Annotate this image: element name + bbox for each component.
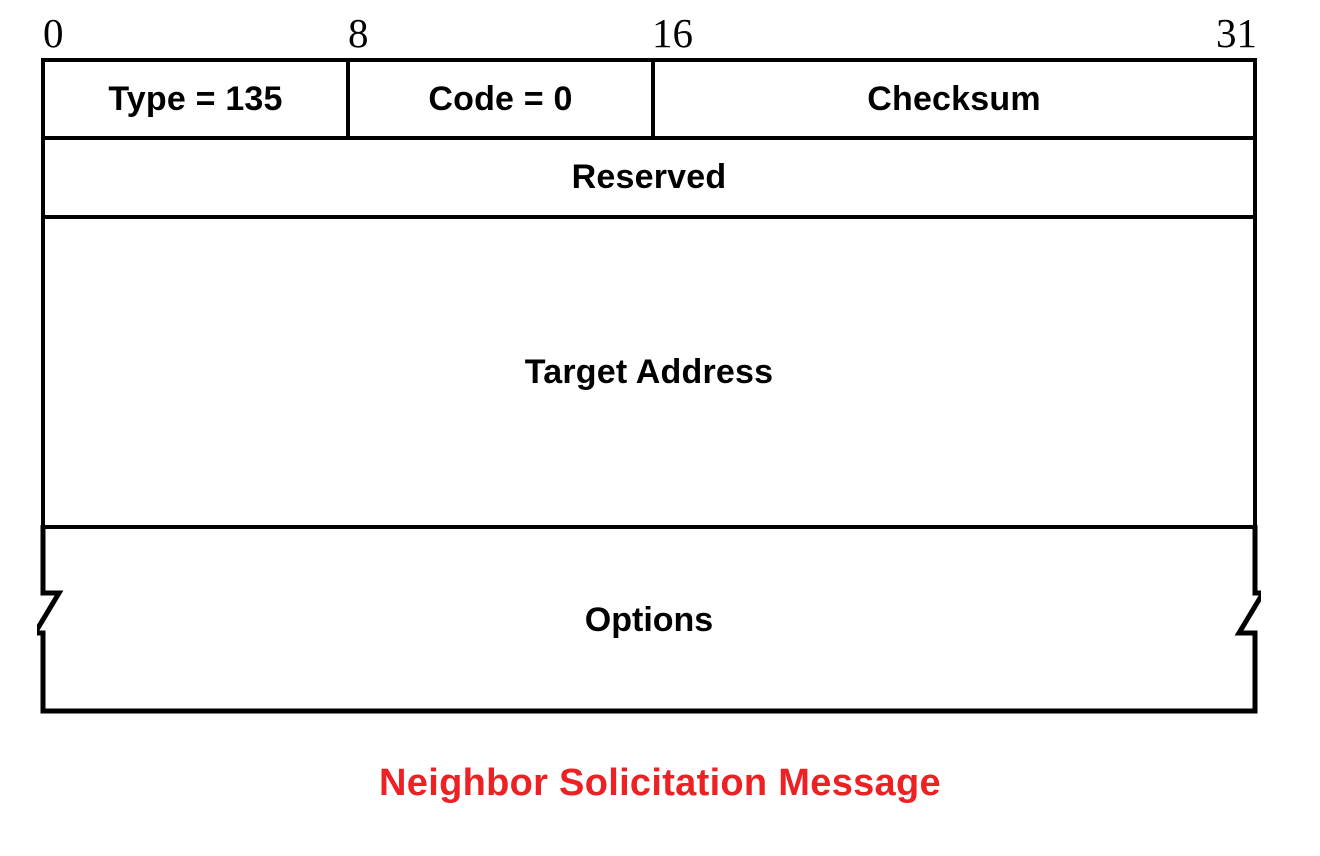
bit-tick-31: 31 (1216, 10, 1257, 56)
bit-ruler: 0 8 16 31 (41, 8, 1257, 58)
field-code: Code = 0 (350, 62, 655, 136)
figure-caption: Neighbor Solicitation Message (379, 762, 941, 804)
packet-row-options: Options (37, 525, 1261, 714)
packet-row-header: Type = 135 Code = 0 Checksum (41, 58, 1257, 140)
packet-table: Type = 135 Code = 0 Checksum Reserved Ta… (37, 58, 1261, 714)
bit-tick-16: 16 (652, 10, 693, 56)
field-checksum: Checksum (867, 79, 1041, 118)
options-break-border (37, 525, 1261, 714)
bit-tick-8: 8 (348, 10, 369, 56)
packet-row-reserved: Reserved (41, 140, 1257, 219)
field-reserved: Reserved (571, 158, 727, 196)
packet-row-target-address: Target Address (41, 219, 1257, 529)
field-type: Type = 135 (45, 62, 350, 136)
bit-tick-0: 0 (43, 10, 64, 56)
field-target-address: Target Address (524, 352, 774, 391)
field-options: Options (584, 600, 714, 639)
